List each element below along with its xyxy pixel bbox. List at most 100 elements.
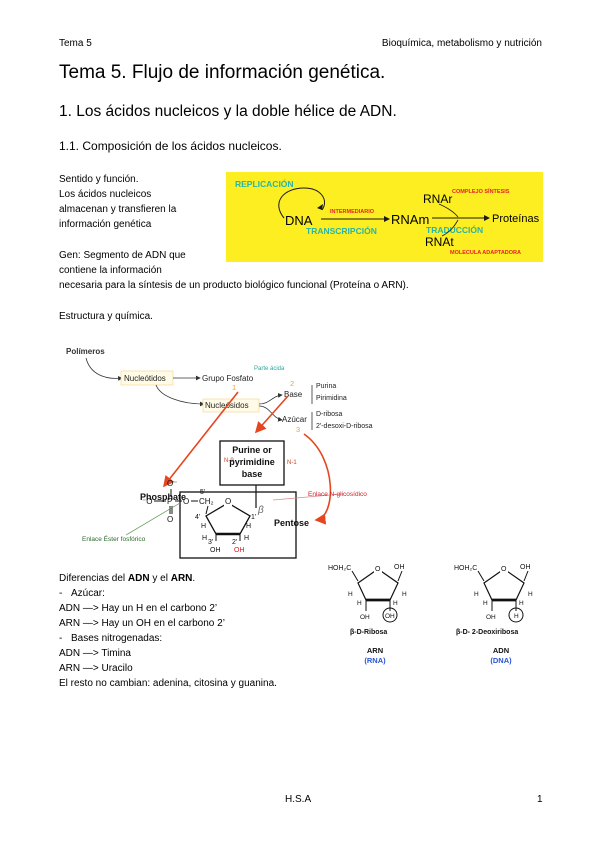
footer-author: H.S.A — [285, 794, 312, 805]
oh-label: OH — [360, 614, 370, 621]
gen-line: necesaria para la síntesis de un product… — [59, 280, 409, 291]
proteinas-label: Proteínas — [492, 213, 540, 225]
gen-line: contiene la información — [59, 265, 162, 276]
rnar-label: RNAr — [423, 192, 452, 206]
h-label: H — [519, 600, 524, 607]
purina-label: Purina — [316, 383, 336, 390]
central-dogma-diagram: REPLICACIÓN DNA INTERMEDIARIO TRANSCRIPC… — [226, 172, 543, 262]
number-1: 1 — [232, 383, 236, 392]
h-label: H — [474, 591, 479, 598]
h-label: H — [246, 523, 251, 530]
arn-label: ARN — [367, 646, 383, 655]
number-2: 2 — [290, 379, 294, 388]
h-label: H — [348, 591, 353, 598]
estructura-heading: Estructura y química. — [59, 311, 153, 322]
sentido-line: información genética — [59, 219, 152, 230]
diferencias-block: Diferencias del ADN y el ARN. -Azúcar: A… — [59, 571, 277, 691]
ribosa-label: β-D-Ribosa — [350, 629, 387, 636]
diferencias-heading: Diferencias del ADN y el ARN. — [59, 573, 196, 584]
h-circled-label: H — [514, 613, 519, 620]
adn-azucar-line: ADN —> Hay un H en el carbono 2’ — [59, 603, 218, 614]
grupo-fosfato-label: Grupo Fosfato — [202, 374, 254, 383]
molecula-label: MOLECULA ADAPTADORA — [450, 250, 521, 256]
h-label: H — [201, 523, 206, 530]
arn-base-line: ARN —> Uracilo — [59, 663, 133, 674]
adn-label: ADN — [493, 646, 509, 655]
section-heading: 1. Los ácidos nucleicos y la doble hélic… — [59, 103, 397, 120]
oh-label: OH — [520, 564, 531, 571]
d-ribosa-label: D-ribosa — [316, 411, 343, 418]
o-minus-top: O⁻ — [167, 479, 177, 488]
h-label: H — [483, 600, 488, 607]
resto-line: El resto no cambian: adenina, citosina y… — [59, 678, 277, 689]
oh-label: OH — [486, 614, 496, 621]
subsection-heading: 1.1. Composición de los ácidos nucleicos… — [59, 139, 282, 153]
oh-circled-label: OH — [385, 613, 395, 620]
parte-acida-label: Parte ácida — [254, 366, 285, 372]
ring-oxygen: O — [375, 566, 381, 573]
enlace-ester-label: Enlace Éster fosfórico — [82, 534, 146, 543]
header-right: Bioquímica, metabolismo y nutrición — [381, 38, 542, 49]
adn-base-line: ADN —> Timina — [59, 648, 131, 659]
gen-block: Gen: Segmento de ADN que contiene la inf… — [59, 248, 409, 293]
rna-label: (RNA) — [364, 656, 386, 665]
base-label: Base — [284, 390, 303, 399]
double-bond-oxygen: O — [167, 515, 173, 524]
n1-label: N-1 — [287, 460, 297, 466]
page-title: Tema 5. Flujo de información genética. — [59, 62, 386, 83]
pirimidina-label: Pirimidina — [316, 395, 347, 402]
pentose-label: Pentose — [274, 518, 309, 528]
number-3: 3 — [296, 425, 300, 434]
phosphorus-label: P — [167, 497, 172, 506]
deoxiribosa-structure: HOH₂C OH O H H H H OH H β-D- 2-Deoxiribo… — [454, 563, 533, 665]
c3-label: 3' — [208, 539, 213, 546]
hoh2c-label: HOH₂C — [454, 565, 477, 572]
rnat-label: RNAt — [425, 235, 454, 249]
bullet-azucar: -Azúcar: — [59, 588, 105, 599]
sentido-line: Los ácidos nucleicos — [59, 189, 152, 200]
azucar-label: Azúcar — [282, 415, 307, 424]
ester-oxygen: O — [183, 497, 189, 506]
ribosa-structure: HOH₂C OH O H H H H OH OH β-D-Ribosa ARN … — [328, 563, 407, 665]
o-minus-left: ⁻O — [142, 497, 152, 506]
polimeros-label: Polímeros — [66, 347, 105, 356]
arn-azucar-line: ARN —> Hay un OH en el carbono 2’ — [59, 618, 225, 629]
transcripcion-label: TRANSCRIPCIÓN — [306, 225, 377, 236]
traduccion-label: TRADUCCIÓN — [426, 224, 483, 235]
page-number: 1 — [537, 794, 543, 805]
c5-label: 5' — [200, 489, 205, 496]
oh-label: OH — [394, 564, 405, 571]
bullet-bases: -Bases nitrogenadas: — [59, 633, 163, 644]
sentido-block: Sentido y función. Los ácidos nucleicos … — [59, 172, 176, 232]
desoxirribosa-label: 2'-desoxi-D-ribosa — [316, 423, 373, 430]
replicacion-label: REPLICACIÓN — [235, 178, 294, 189]
c1-label: 1' — [251, 514, 256, 521]
h-label: H — [402, 591, 407, 598]
nucleotide-structure-diagram: Polímeros Nucleótidos Grupo Fosfato Part… — [66, 347, 373, 559]
oh-label: OH — [210, 547, 221, 554]
complejo-label: COMPLEJO SÍNTESIS — [452, 187, 510, 195]
dna-label: DNA — [285, 213, 313, 228]
nucleotidos-label: Nucleótidos — [124, 374, 166, 383]
deoxiribosa-label: β-D- 2-Deoxiribosa — [456, 629, 518, 636]
h-label: H — [393, 600, 398, 607]
h-label: H — [357, 600, 362, 607]
purine-box-line: pyrimidine — [229, 457, 275, 467]
gen-line: Gen: Segmento de ADN que — [59, 250, 186, 261]
c2-label: 2' — [232, 539, 237, 546]
rnam-label: RNAm — [391, 212, 429, 227]
ring-oxygen: O — [225, 497, 231, 506]
h-label: H — [202, 535, 207, 542]
ch2-label: CH₂ — [199, 497, 214, 506]
dna-label: (DNA) — [490, 656, 512, 665]
sentido-line: almacenan y transfieren la — [59, 204, 177, 215]
enlace-n-label: Enlace N-glicosídico — [308, 491, 367, 498]
header-left: Tema 5 — [59, 38, 92, 49]
hoh2c-label: HOH₂C — [328, 565, 351, 572]
ring-oxygen: O — [501, 566, 507, 573]
h-label: H — [528, 591, 533, 598]
phosphate-label: Phosphate — [140, 492, 186, 502]
oh-red-label: OH — [234, 547, 245, 554]
h-label: H — [244, 535, 249, 542]
c4-label: 4' — [195, 514, 200, 521]
